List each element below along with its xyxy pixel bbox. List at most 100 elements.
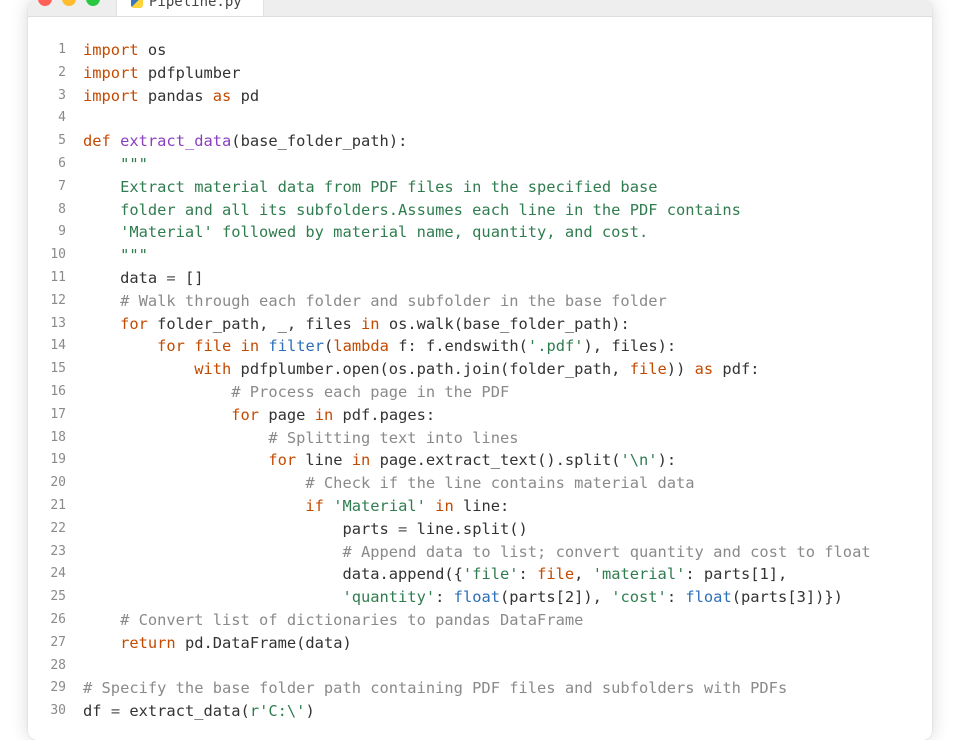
line-number: 26: [50, 611, 66, 627]
line-number: 13: [50, 315, 66, 331]
code-token: # Walk through each folder and subfolder…: [83, 291, 667, 310]
code-token: (parts[2]),: [500, 588, 612, 607]
code-line[interactable]: 23 # Append data to list; convert quanti…: [28, 541, 932, 564]
code-line[interactable]: 4: [28, 107, 932, 130]
code-line[interactable]: 17 for page in pdf.pages:: [28, 404, 932, 427]
code-line[interactable]: 30 df = extract_data(r'C:\'): [28, 700, 932, 723]
code-token: pdfplumber.open(os.path.join(folder_path…: [231, 360, 630, 379]
code-line[interactable]: 21 if 'Material' in line:: [28, 495, 932, 518]
code-line[interactable]: 7 Extract material data from PDF files i…: [28, 176, 932, 199]
code-text: # Check if the line contains material da…: [83, 472, 694, 495]
code-token: import: [83, 41, 139, 59]
close-window-button[interactable]: [38, 0, 52, 6]
code-token: parts: [83, 519, 399, 538]
code-token: float: [685, 588, 732, 607]
code-line[interactable]: 14 for file in filter(lambda f: f.endswi…: [28, 335, 932, 358]
code-token: line:: [453, 496, 510, 515]
line-number: 22: [50, 520, 66, 536]
line-number: 11: [50, 269, 66, 285]
line-number: 2: [58, 64, 66, 80]
code-line[interactable]: 19 for line in page.extract_text().split…: [28, 449, 932, 472]
code-token: # Splitting text into lines: [83, 428, 519, 447]
code-token: os.walk(base_folder_path):: [379, 314, 630, 333]
tab-pipeline-py[interactable]: Pipeline.py: [116, 0, 264, 16]
code-text: """: [83, 244, 148, 267]
code-line[interactable]: 13 for folder_path, _, files in os.walk(…: [28, 313, 932, 336]
code-token: (parts[3])}): [731, 588, 843, 607]
code-text: data = []: [83, 267, 203, 290]
code-text: import os: [83, 39, 166, 62]
code-line[interactable]: 2 import pdfplumber: [28, 62, 932, 85]
code-token: pd.DataFrame(data): [175, 633, 352, 652]
code-text: for line in page.extract_text().split('\…: [83, 449, 676, 472]
code-token: file: [629, 360, 667, 379]
code-text: parts = line.split(): [83, 518, 528, 541]
maximize-window-button[interactable]: [86, 0, 100, 6]
code-line[interactable]: 26 # Convert list of dictionaries to pan…: [28, 609, 932, 632]
code-line[interactable]: 22 parts = line.split(): [28, 518, 932, 541]
code-line[interactable]: 6 """: [28, 153, 932, 176]
code-token: ):: [657, 451, 677, 470]
line-number: 1: [58, 42, 66, 57]
code-token: [324, 497, 333, 515]
code-token: filter: [268, 337, 325, 356]
code-text: # Splitting text into lines: [83, 427, 519, 450]
python-file-icon: [131, 0, 143, 8]
code-line[interactable]: 12 # Walk through each folder and subfol…: [28, 290, 932, 313]
code-text: for folder_path, _, files in os.walk(bas…: [83, 313, 630, 336]
code-token: for: [231, 405, 260, 424]
code-text: # Walk through each folder and subfolder…: [83, 290, 667, 313]
code-text: folder and all its subfolders.Assumes ea…: [83, 199, 741, 222]
code-token: if: [305, 496, 324, 515]
code-token: ,: [574, 565, 593, 584]
code-text: return pd.DataFrame(data): [83, 632, 352, 655]
code-token: [111, 132, 120, 150]
line-number: 8: [58, 201, 66, 217]
code-line[interactable]: 24 data.append({'file': file, 'material'…: [28, 563, 932, 586]
code-text: import pdfplumber: [83, 62, 241, 85]
code-token: f: f.endswith(: [388, 337, 528, 356]
code-text: # Append data to list; convert quantity …: [83, 541, 870, 564]
code-token: page.extract_text().split(: [370, 451, 621, 470]
code-token: =: [110, 702, 121, 721]
code-token: import: [83, 86, 139, 105]
code-token: : parts[1],: [685, 565, 788, 584]
code-line[interactable]: 1 import os: [28, 39, 932, 62]
code-token: def: [83, 132, 111, 151]
code-line[interactable]: 9 'Material' followed by material name, …: [28, 221, 932, 244]
code-token: [83, 315, 120, 333]
code-text: # Process each page in the PDF: [83, 381, 509, 404]
code-text: df = extract_data(r'C:\'): [83, 700, 315, 723]
line-number: 23: [50, 543, 66, 559]
code-line[interactable]: 8 folder and all its subfolders.Assumes …: [28, 199, 932, 222]
code-token: line.split(): [407, 519, 528, 538]
line-number: 12: [50, 292, 66, 308]
minimize-window-button[interactable]: [62, 0, 76, 6]
code-text: if 'Material' in line:: [83, 495, 509, 518]
code-line[interactable]: 15 with pdfplumber.open(os.path.join(fol…: [28, 358, 932, 381]
code-token: os: [138, 41, 167, 59]
code-token: [83, 451, 268, 469]
code-text: Extract material data from PDF files in …: [83, 176, 657, 199]
code-token: df: [83, 702, 111, 721]
line-number: 30: [50, 703, 66, 719]
code-text: # Specify the base folder path containin…: [83, 677, 787, 700]
line-number: 19: [50, 452, 66, 468]
code-line[interactable]: 20 # Check if the line contains material…: [28, 472, 932, 495]
code-line[interactable]: 10 """: [28, 244, 932, 267]
code-line[interactable]: 29 # Specify the base folder path contain…: [28, 677, 932, 700]
code-line[interactable]: 11 data = []: [28, 267, 932, 290]
code-line[interactable]: 28: [28, 655, 932, 678]
code-line[interactable]: 16 # Process each page in the PDF: [28, 381, 932, 404]
line-number: 29: [50, 680, 66, 696]
code-token: line: [296, 451, 352, 470]
code-token: 'Material': [333, 496, 426, 515]
code-line[interactable]: 27 return pd.DataFrame(data): [28, 632, 932, 655]
code-line[interactable]: 25 'quantity': float(parts[2]), 'cost': …: [28, 586, 932, 609]
code-line[interactable]: 18 # Splitting text into lines: [28, 427, 932, 450]
code-text: with pdfplumber.open(os.path.join(folder…: [83, 358, 759, 381]
code-token: # Specify the base folder path containin…: [83, 679, 788, 698]
